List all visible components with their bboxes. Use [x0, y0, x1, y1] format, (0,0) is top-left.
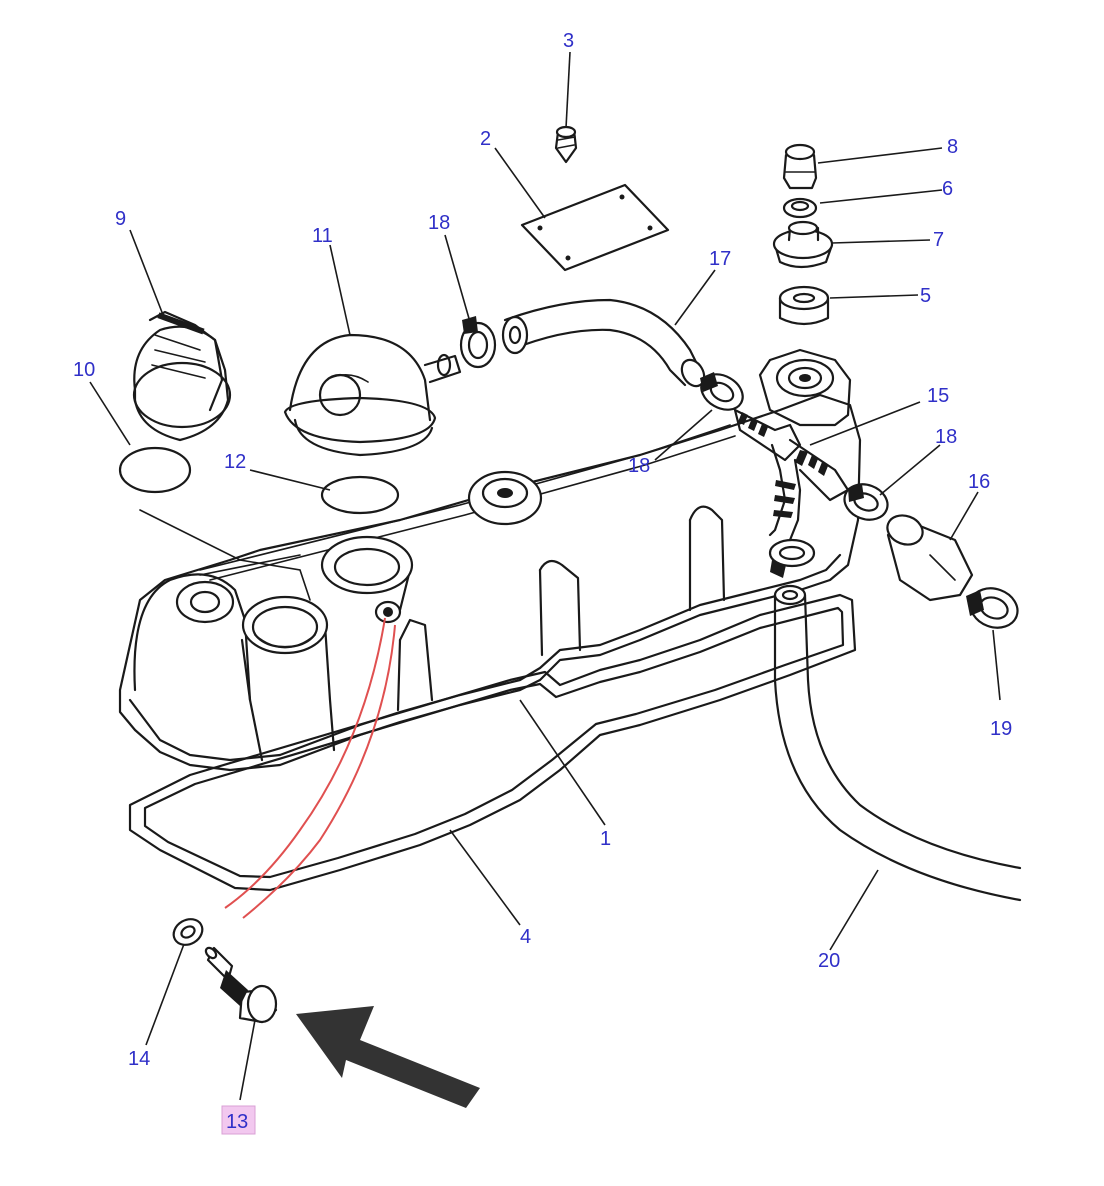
label-part-5: 5 — [920, 285, 931, 307]
part-13-bolt — [204, 946, 278, 1024]
part-20-clamp — [768, 538, 816, 578]
label-part-12: 12 — [224, 451, 246, 473]
pointer-arrow — [296, 1006, 480, 1108]
label-part-15: 15 — [927, 385, 949, 407]
part-17-hose — [501, 298, 706, 388]
label-part-2: 2 — [480, 128, 491, 150]
label-part-18-b: 18 — [628, 455, 650, 477]
label-part-8: 8 — [947, 136, 958, 158]
label-part-7: 7 — [933, 229, 944, 251]
part-18-clamp-a — [459, 316, 497, 369]
label-part-20: 20 — [818, 950, 840, 972]
red-leader-lines — [224, 617, 396, 919]
label-part-13: 13 — [226, 1111, 248, 1133]
label-part-18-c: 18 — [935, 426, 957, 448]
part-2-plate — [520, 183, 670, 272]
label-part-3: 3 — [563, 30, 574, 52]
part-7-grommet — [772, 220, 834, 269]
label-part-17: 17 — [709, 248, 731, 270]
part-12-gasket — [320, 475, 400, 515]
label-part-4: 4 — [520, 926, 531, 948]
part-11-breather — [283, 333, 462, 457]
leader-lines — [89, 51, 1001, 1101]
label-part-9: 9 — [115, 208, 126, 230]
part-18-clamp-b — [700, 372, 744, 411]
part-4-gasket — [128, 593, 857, 892]
part-14-washer — [172, 918, 204, 946]
part-8-cap-nut — [782, 143, 818, 190]
part-labels: 3 2 8 6 7 5 9 11 18 17 10 15 18 18 12 16… — [73, 30, 1012, 1135]
part-18-clamp-c — [843, 483, 889, 521]
label-part-16: 16 — [968, 471, 990, 493]
part-20-hose — [773, 584, 1022, 902]
label-part-14: 14 — [128, 1048, 150, 1070]
part-1-rocker-cover — [118, 348, 862, 772]
label-part-10: 10 — [73, 359, 95, 381]
part-15-t-piece — [733, 408, 850, 542]
part-5-bush — [778, 285, 830, 326]
part-6-washer — [782, 197, 818, 219]
part-10-seal — [118, 446, 192, 494]
part-9-filler-cap — [132, 310, 232, 442]
part-19-clamp — [966, 587, 1019, 629]
part-16-hose — [886, 514, 974, 602]
part-3-screw — [554, 125, 578, 164]
label-part-18-a: 18 — [428, 212, 450, 234]
label-part-6: 6 — [942, 178, 953, 200]
label-part-1: 1 — [600, 828, 611, 850]
label-part-13-highlight — [221, 1105, 256, 1135]
label-part-11: 11 — [312, 225, 333, 247]
label-part-19: 19 — [990, 718, 1012, 740]
